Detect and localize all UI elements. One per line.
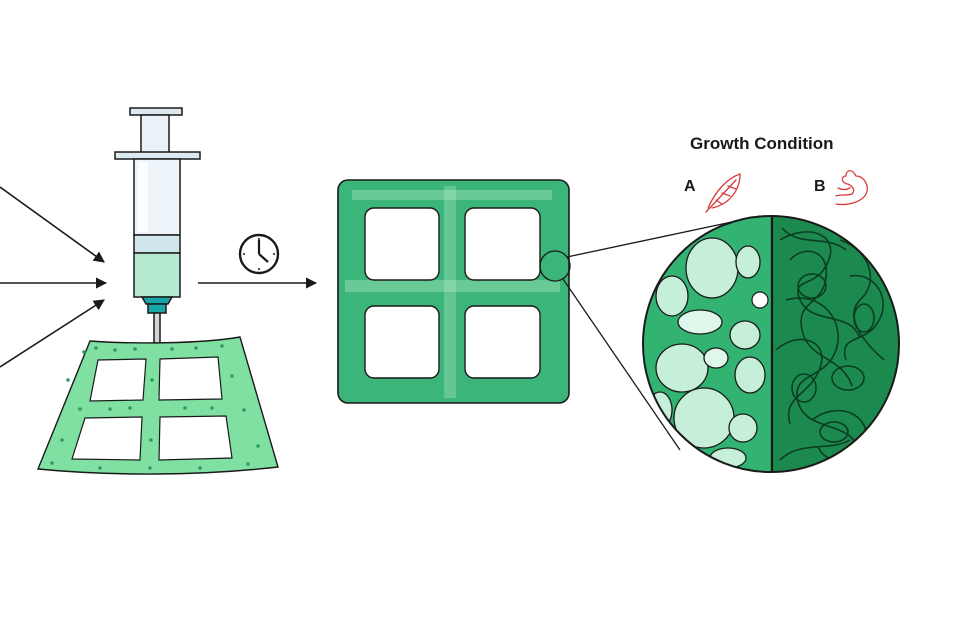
scaffold-square	[337, 179, 570, 404]
magnified-cross-section	[642, 215, 900, 473]
input-arrows	[0, 186, 108, 368]
syringe-icon	[114, 107, 201, 348]
printed-hydrogel-grid	[36, 336, 279, 475]
growth-condition-title: Growth Condition	[690, 134, 834, 153]
input-arrow-lower	[0, 299, 105, 368]
input-arrow-upper	[0, 186, 105, 263]
condition-a-porous-structure	[643, 216, 772, 472]
condition-b-label: B	[814, 178, 826, 195]
clock-icon	[238, 233, 280, 275]
feather-icon	[705, 173, 741, 213]
flexed-arm-icon	[835, 170, 868, 206]
condition-b-dense-fibrils	[772, 216, 899, 472]
condition-a-label: A	[684, 178, 696, 195]
